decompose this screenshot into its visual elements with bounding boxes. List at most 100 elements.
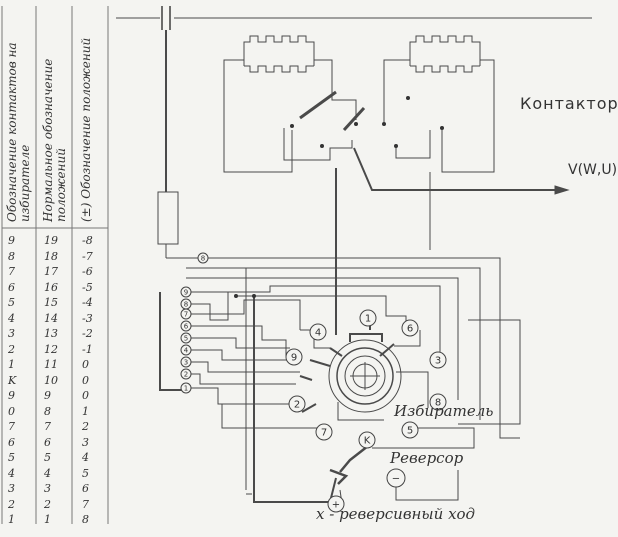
table-cell: 0 — [82, 358, 89, 371]
contact-label-0-ring — [359, 309, 377, 327]
top-terminal: 8 — [201, 255, 205, 263]
bus-terminal-4-ring — [180, 332, 192, 344]
table-cell: 19 — [44, 234, 58, 247]
bus-terminal-6: 3 — [184, 359, 188, 367]
contact-label-6-ring — [429, 393, 447, 411]
table-cell: 15 — [44, 296, 58, 309]
contact-label-1-ring — [288, 395, 306, 413]
selector-middle-ring — [336, 347, 394, 405]
selector-outer-ring — [328, 339, 402, 413]
table-cell: 5 — [8, 451, 15, 464]
table-cell: 1 — [82, 404, 89, 418]
contact-label-7: 9 — [291, 353, 297, 364]
contactor-coil-left-top — [243, 35, 315, 54]
terminal-bus-bar — [159, 292, 186, 391]
contact-label-7-ring — [285, 348, 303, 366]
footer-caption: x - реверсивный ход — [316, 505, 476, 523]
bus-terminal-2-ring — [180, 308, 192, 320]
contact-label-5: 7 — [321, 428, 327, 439]
output-arrow — [554, 185, 570, 195]
table-cell: 2 — [82, 420, 89, 433]
bus-terminal-7: 2 — [184, 371, 188, 379]
table-cell: 9 — [44, 389, 51, 402]
bus-terminal-0-ring — [180, 286, 192, 298]
table-cell: 1 — [8, 513, 15, 526]
contact-label-4: 6 — [407, 324, 413, 335]
bus-terminal-2: 7 — [184, 311, 188, 319]
table-cell: -1 — [82, 342, 93, 356]
bus-terminal-5: 4 — [184, 347, 189, 355]
table-cell: 4 — [8, 311, 15, 325]
contactor-label: Контактор — [520, 94, 618, 113]
table-cell: 2 — [8, 497, 15, 511]
table-cell: -3 — [82, 311, 93, 325]
contact-label-8-ring — [401, 421, 419, 439]
table-cell: 8 — [8, 249, 15, 263]
table-cell: 7 — [8, 265, 15, 278]
contact-label-9-ring — [358, 431, 376, 449]
bus-terminal-5-ring — [180, 344, 192, 356]
table-cell: 11 — [44, 358, 58, 371]
table-cell: 12 — [44, 342, 58, 356]
table-cell: K — [8, 373, 17, 387]
contact-blade-2 — [342, 106, 366, 132]
table-cell: 10 — [44, 373, 58, 387]
table-cell: 3 — [44, 482, 51, 495]
selector-label: Избиратель — [394, 402, 494, 420]
selector-inner-ring — [344, 355, 386, 397]
table-cell: 5 — [44, 451, 51, 464]
contact-label-1: 2 — [294, 400, 300, 411]
bus-terminal-6-ring — [180, 356, 192, 368]
table-cell: 5 — [82, 466, 89, 480]
bus-terminal-4: 5 — [184, 335, 188, 343]
contact-label-4-ring — [401, 319, 419, 337]
contact-label-8: 5 — [407, 426, 413, 437]
table-cell: 9 — [8, 389, 15, 402]
table-cell: 14 — [44, 311, 58, 325]
table-cell: 1 — [44, 513, 51, 526]
contact-label-2-ring — [429, 351, 447, 369]
table-cell: 17 — [44, 265, 58, 278]
table-cell: 6 — [8, 435, 15, 449]
bus-terminal-8-ring — [180, 382, 192, 394]
resistor-box — [157, 191, 179, 245]
table-cell: 5 — [8, 296, 15, 309]
contact-label-11-ring — [386, 468, 406, 488]
table-cell: -6 — [82, 265, 93, 278]
contact-label-3: 4 — [315, 328, 321, 339]
contact-label-11: − — [392, 474, 400, 485]
contactor-coil-right-top — [409, 35, 481, 54]
table-cell: 0 — [8, 404, 15, 418]
reversor-arm — [339, 445, 369, 473]
contactor-coil-right-bottom — [410, 65, 480, 73]
table-cell: 13 — [44, 327, 58, 340]
table-cell: 8 — [82, 513, 89, 526]
table-cell: -5 — [82, 280, 93, 294]
table-cell: 4 — [82, 451, 89, 464]
table-cell: 6 — [8, 280, 15, 294]
contact-blade-1 — [299, 90, 337, 120]
table-cell: 3 — [82, 435, 89, 449]
contact-label-3-ring — [309, 323, 327, 341]
output-bus — [353, 147, 555, 191]
table-cell: 6 — [82, 482, 89, 495]
table-cell: 18 — [44, 249, 58, 263]
top-terminal-ring — [197, 252, 209, 264]
table-cell: 8 — [44, 404, 51, 418]
table-cell: -2 — [82, 327, 93, 340]
contact-label-9: K — [364, 436, 371, 447]
table-cell: 16 — [44, 280, 58, 294]
contact-label-0: 1 — [365, 314, 371, 325]
table-cell: -8 — [82, 234, 93, 247]
table-cell: 6 — [44, 435, 51, 449]
bus-terminal-0: 9 — [184, 289, 188, 297]
table-cell: 0 — [82, 373, 89, 387]
table-cell: 9 — [8, 234, 15, 247]
bus-terminal-8: 1 — [184, 385, 188, 393]
bus-terminal-3-ring — [180, 320, 192, 332]
table-cell: 7 — [82, 497, 89, 511]
table-cell: 2 — [44, 497, 51, 511]
table-cell: -7 — [82, 249, 93, 263]
